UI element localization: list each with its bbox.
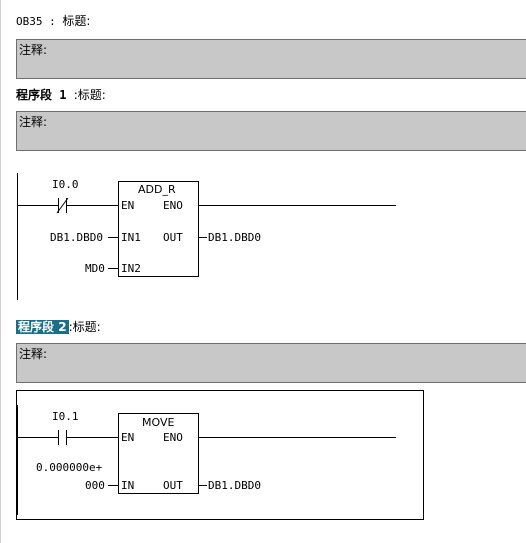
network-2-ladder: I0.1 MOVE EN ENO IN OUT 0.000000e+ 000 D… bbox=[17, 405, 396, 515]
network-1-comment-label: 注释: bbox=[19, 115, 48, 129]
network-1-pin-eno: ENO bbox=[163, 199, 183, 212]
network-2-label: 程序段 bbox=[18, 320, 55, 334]
block-header: OB35 : 标题: bbox=[16, 14, 90, 29]
network-2-contact-no[interactable] bbox=[58, 430, 67, 445]
block-sep: : bbox=[49, 15, 56, 28]
network-2-pin-out: OUT bbox=[163, 479, 183, 492]
block-name: OB35 bbox=[16, 15, 43, 28]
network-1-pin-in2: IN2 bbox=[121, 262, 141, 275]
network-1-box-name: ADD_R bbox=[138, 183, 176, 196]
network-2-comment[interactable]: 注释: bbox=[16, 343, 526, 383]
network-2-box[interactable] bbox=[118, 413, 199, 494]
network-1-box[interactable] bbox=[118, 181, 199, 277]
network-1-out-operand[interactable]: DB1.DBD0 bbox=[208, 231, 261, 244]
block-comment-label: 注释: bbox=[19, 43, 48, 57]
network-2-number: 2 bbox=[58, 320, 67, 334]
network-2-pin-in: IN bbox=[121, 479, 134, 492]
network-1-pin-en: EN bbox=[121, 199, 134, 212]
network-2-contact-address[interactable]: I0.1 bbox=[52, 410, 79, 423]
network-2-sep: : bbox=[68, 320, 73, 334]
network-2-frame[interactable] bbox=[16, 390, 424, 520]
editor-left-border bbox=[0, 0, 1, 543]
network-1-comment[interactable]: 注释: bbox=[16, 111, 526, 151]
network-2-in-operand-line2[interactable]: 000 bbox=[85, 479, 105, 492]
network-2-pin-en: EN bbox=[121, 431, 134, 444]
network-1-pin-in1: IN1 bbox=[121, 231, 141, 244]
network-2-comment-label: 注释: bbox=[19, 347, 48, 361]
network-1-contact-address[interactable]: I0.0 bbox=[52, 178, 79, 191]
network-2-out-operand[interactable]: DB1.DBD0 bbox=[208, 479, 261, 492]
network-1-title-label: 标题: bbox=[77, 88, 106, 102]
network-1-in1-operand[interactable]: DB1.DBD0 bbox=[50, 231, 103, 244]
network-2-header[interactable]: 程序段 2:标题: bbox=[16, 318, 101, 335]
network-1-number: 1 bbox=[59, 88, 67, 102]
network-1-ladder: I0.0 ADD_R EN ENO IN1 OUT IN2 DB1.DBD0 M… bbox=[17, 173, 396, 300]
network-1-pin-out: OUT bbox=[163, 231, 183, 244]
network-1-in2-operand[interactable]: MD0 bbox=[85, 262, 105, 275]
network-2-label-selected: 程序段 2 bbox=[16, 320, 69, 334]
block-title-label[interactable]: 标题: bbox=[62, 14, 91, 28]
network-2-in-operand-line1[interactable]: 0.000000e+ bbox=[36, 461, 103, 474]
network-1-label: 程序段 bbox=[16, 88, 53, 102]
network-2-pin-eno: ENO bbox=[163, 431, 183, 444]
network-2-title-label: 标题: bbox=[72, 320, 101, 334]
network-1-sep: : bbox=[73, 88, 78, 102]
network-1-contact-nc[interactable] bbox=[56, 197, 69, 214]
block-comment[interactable]: 注释: bbox=[16, 39, 526, 79]
network-2-box-name: MOVE bbox=[142, 416, 174, 429]
network-1-header[interactable]: 程序段 1 :标题: bbox=[16, 86, 106, 103]
